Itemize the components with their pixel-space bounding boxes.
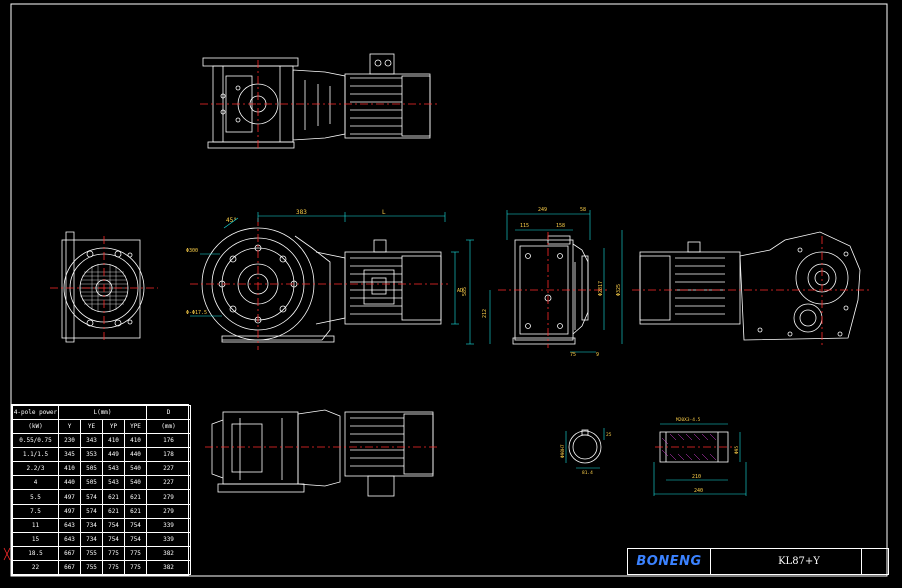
table-head-l: L(mm) [58,404,147,421]
shaft-total: 240 [694,488,703,494]
table-col-ye: YE [80,419,103,435]
hub-key: 25 [606,432,612,438]
shaft-hatch [661,433,717,461]
bottom-view [211,409,434,497]
front-view [201,227,442,343]
left-side-view [61,231,145,343]
dim-383: 383 [296,209,307,216]
dim-flange: Φ-Φ17.5 [186,310,207,316]
title-block-cell [861,549,888,574]
table-col-y: Y [58,419,81,435]
side-dimensions [466,210,623,353]
shaft-len: 210 [692,474,701,480]
dim-249: 249 [538,207,547,213]
table-head-d: D [146,404,191,421]
dim-75: 75 [570,352,576,358]
dim-l: L [382,209,386,216]
right-view [639,231,861,341]
dim-115: 115 [520,223,529,229]
top-view [202,53,431,149]
table-col-yp: YP [102,419,125,435]
table-col-ype: YPE [124,419,147,435]
table-head-power: 4-pole power [12,404,59,421]
dim-phi2817: Φ2817 [598,281,604,296]
table-unit-mm: (mm) [146,419,191,435]
dim-45: 45° [226,217,237,224]
dim-158: 158 [556,223,565,229]
front-dimensions [190,212,459,325]
brand-label: BONENG [628,549,711,574]
dim-58: 58 [580,207,586,213]
hub-dim: 81.4 [582,470,593,476]
drawing-border [10,3,888,577]
dim-212: 212 [482,309,488,318]
model-label: KL87+Y [778,556,820,567]
dim-phi300: Φ300 [186,248,198,254]
shaft-thread: M20X3-4.5 [676,417,701,423]
dim-9: 9 [596,352,599,358]
title-block: BONENG KL87+Y [627,548,889,575]
table-unit-kw: (kW) [12,419,59,435]
dimension-table: 4-pole power L(mm) D (kW) Y YE YP YPE (m… [11,404,191,576]
hub-diameter: Φ90H7 [560,444,566,458]
corner-mark [3,547,11,561]
hub-detail [568,429,602,464]
dim-ad: AD [457,288,463,294]
dim-phi325: Φ325 [616,284,622,296]
dim-585: 585 [462,287,468,296]
shaft-d: Φ95 [734,446,740,454]
